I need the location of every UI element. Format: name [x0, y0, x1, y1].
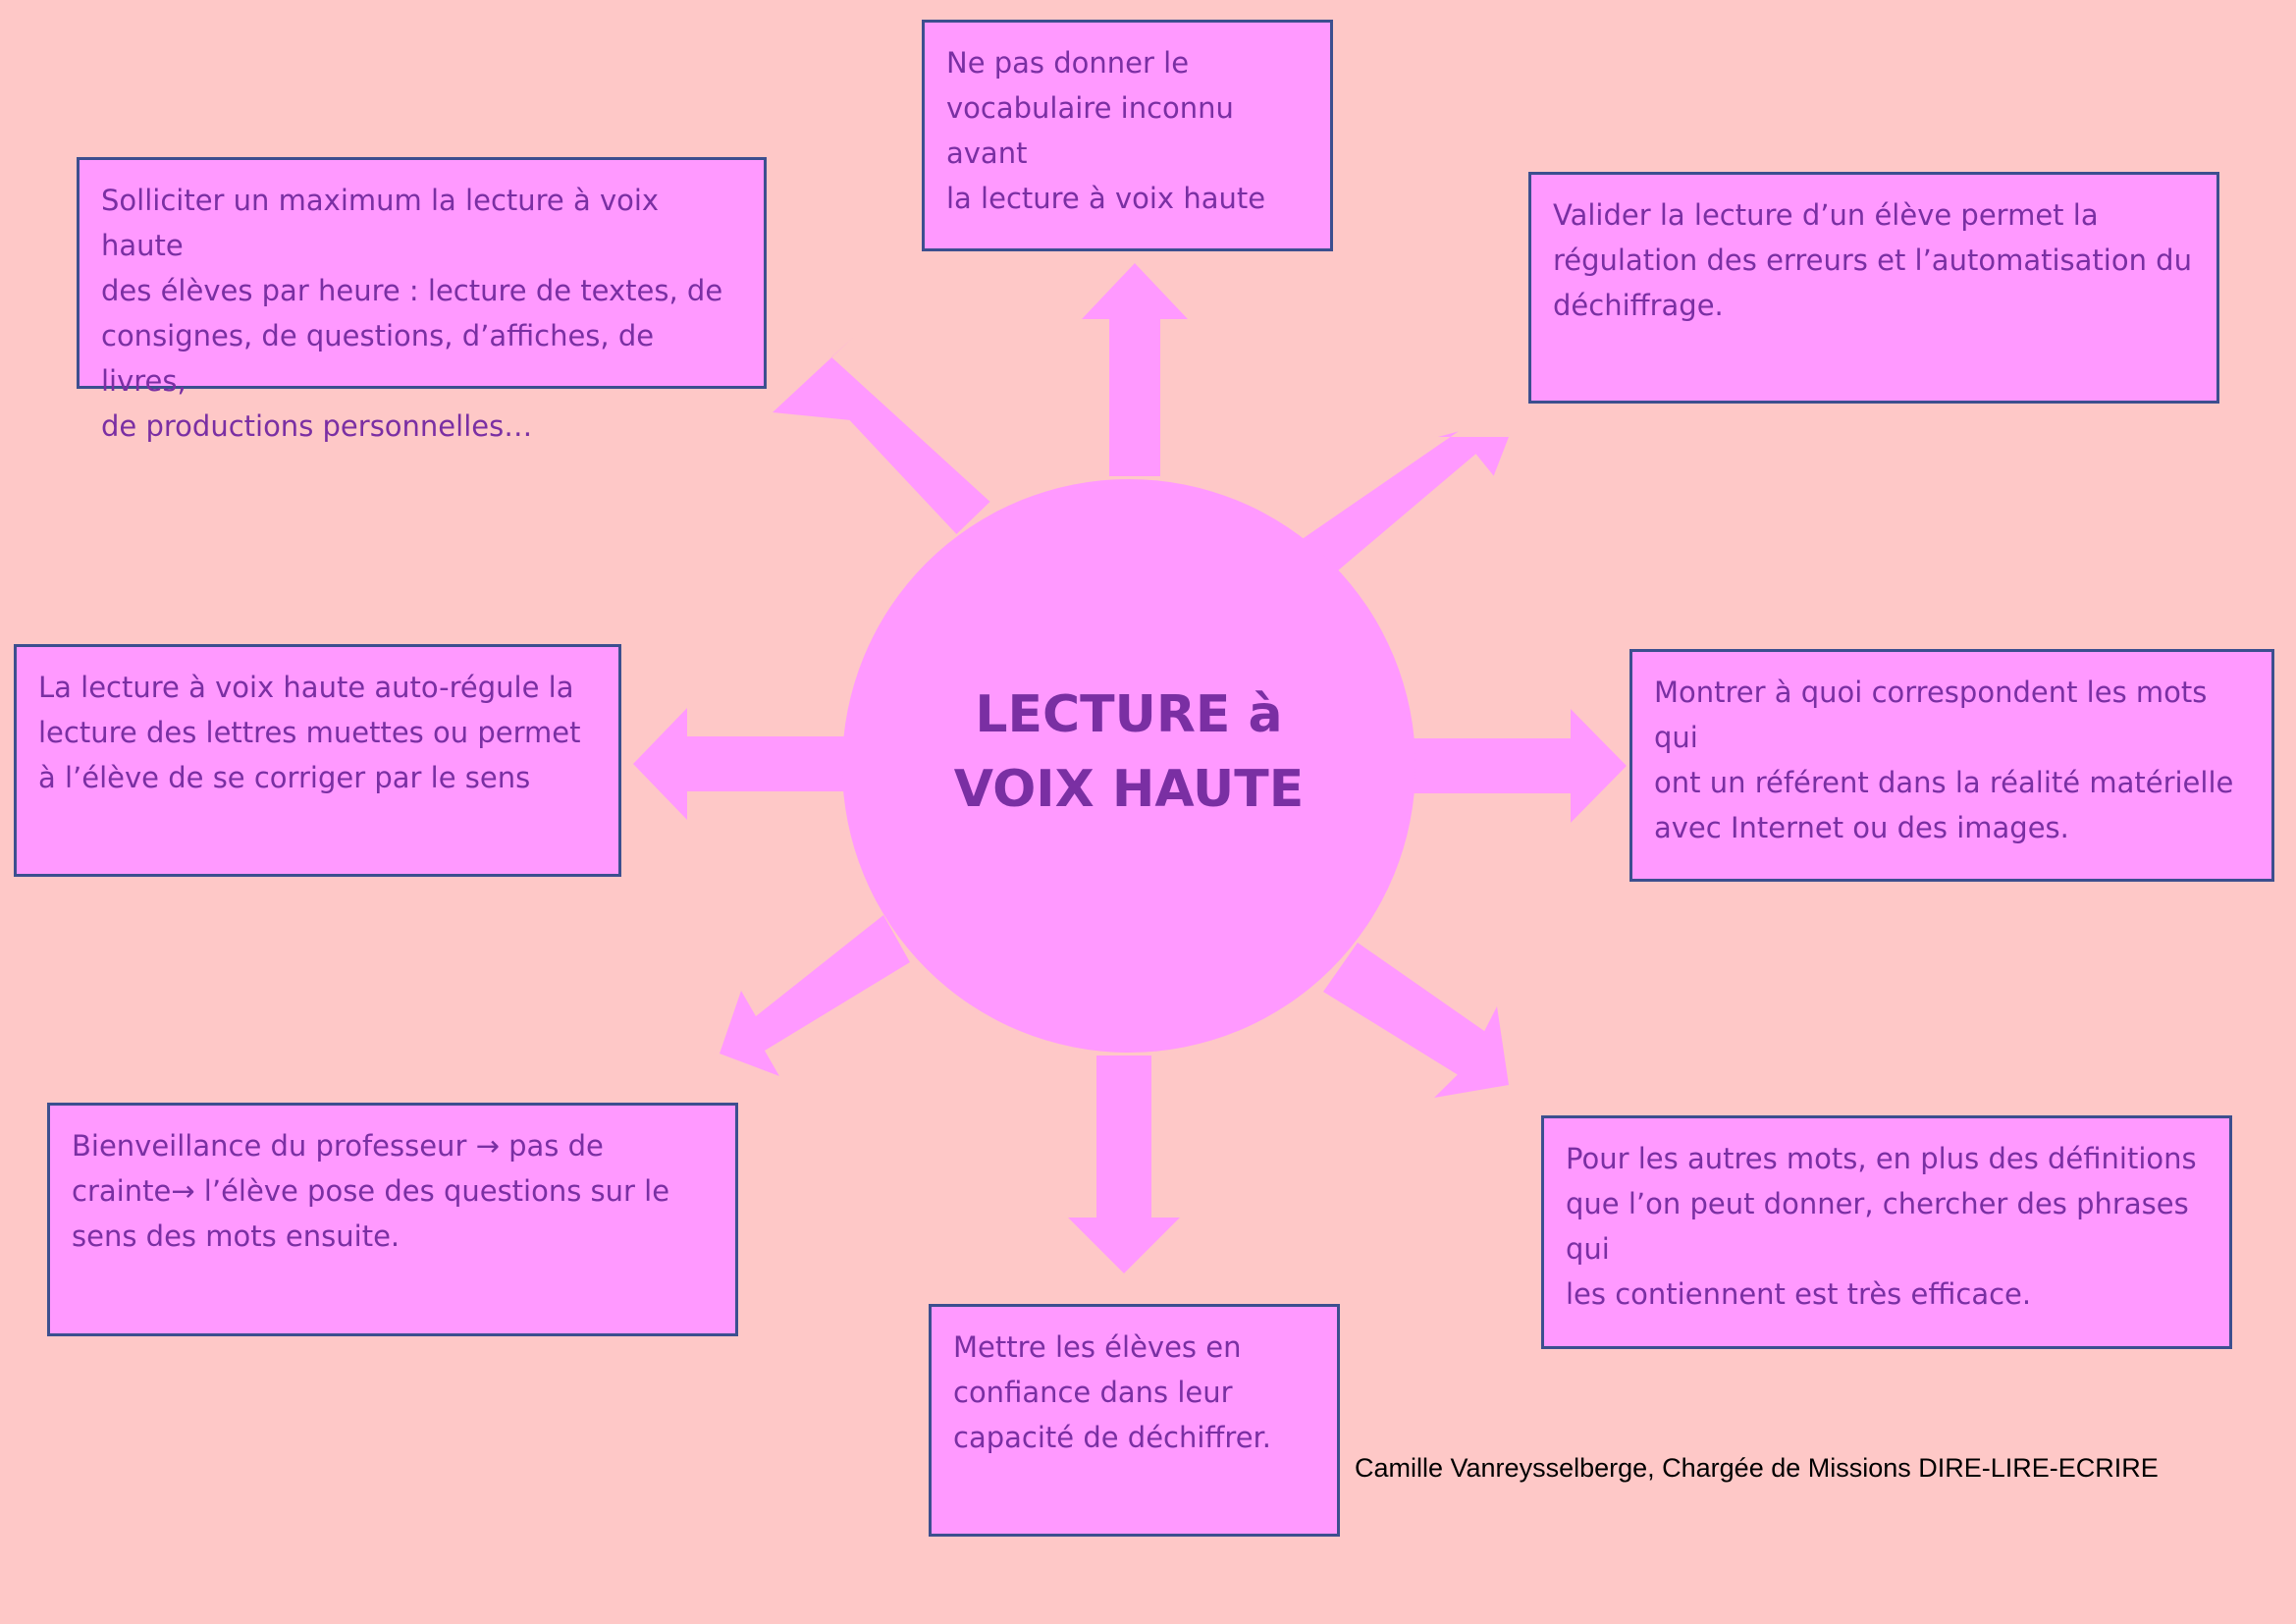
card-top: Ne pas donner le vocabulaire inconnu ava… [922, 20, 1333, 251]
arrow-up [1082, 263, 1188, 476]
arrow-upper-right [1301, 431, 1509, 571]
card-bottom: Mettre les élèves en confiance dans leur… [929, 1304, 1340, 1537]
center-title: LECTURE à VOIX HAUTE [953, 685, 1305, 819]
arrow-right [1404, 709, 1627, 823]
card-bottom-right: Pour les autres mots, en plus des défini… [1541, 1115, 2232, 1349]
author-credit: Camille Vanreysselberge, Chargée de Miss… [1355, 1453, 2159, 1483]
arrow-lower-left [720, 915, 910, 1076]
card-top-right: Valider la lecture d’un élève permet la … [1528, 172, 2219, 404]
center-circle [842, 479, 1415, 1053]
card-right: Montrer à quoi correspondent les mots qu… [1629, 649, 2274, 882]
arrow-lower-right [1323, 943, 1509, 1098]
arrow-upper-left [773, 337, 990, 534]
card-bottom-left: Bienveillance du professeur → pas de cra… [47, 1103, 738, 1336]
arrow-down [1068, 1056, 1180, 1273]
arrow-left [633, 708, 854, 820]
card-top-left: Solliciter un maximum la lecture à voix … [77, 157, 767, 443]
card-left: La lecture à voix haute auto-régule la l… [14, 644, 621, 877]
